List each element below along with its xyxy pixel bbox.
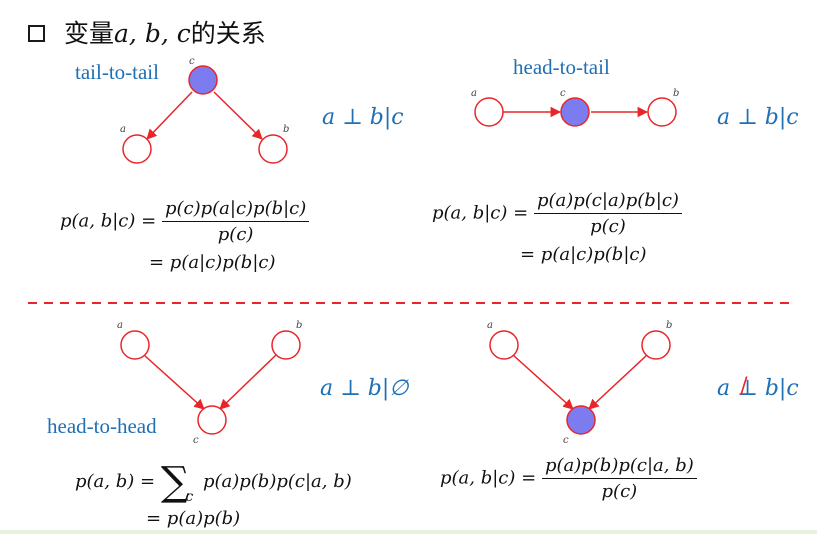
independence-head-to-head-unobserved: a ⊥ b|∅ <box>320 376 409 401</box>
node-label-c: c <box>189 56 195 67</box>
label-head-to-tail: head-to-tail <box>513 55 610 79</box>
equation-head-to-tail-line2: = p(a|c)p(b|c) <box>520 244 647 265</box>
independence-head-to-head-observed: a ⊥/ b|c <box>717 374 799 401</box>
svg-text:b: b <box>673 88 679 99</box>
bottom-strip <box>0 530 817 534</box>
edge-b-c <box>219 354 277 410</box>
node-a <box>474 97 504 127</box>
edge-b-c <box>588 354 648 410</box>
label-tail-to-tail: tail-to-tail <box>75 60 159 84</box>
node-label-a: a <box>120 124 126 135</box>
node-a <box>120 330 150 360</box>
tail-to-tail-graph: c a b <box>120 56 289 164</box>
svg-text:b: b <box>666 320 672 331</box>
head-to-head-graph-unobserved: a b c <box>117 320 302 446</box>
title-checkbox-bullet <box>28 25 45 42</box>
node-c-observed <box>560 97 590 127</box>
node-c-observed <box>188 65 218 95</box>
equation-tail-to-tail-line2: = p(a|c)p(b|c) <box>149 252 276 273</box>
summation-symbol: ∑ <box>160 459 190 505</box>
node-b <box>641 330 671 360</box>
not-slash: / <box>740 374 748 399</box>
node-c-observed <box>566 405 596 435</box>
svg-text:c: c <box>563 435 569 446</box>
svg-text:a: a <box>487 320 493 331</box>
edge-c-b <box>213 91 263 140</box>
label-head-to-head: head-to-head <box>47 414 157 438</box>
node-label-b: b <box>283 124 289 135</box>
equation-head-to-head-unobserved-line2: = p(a)p(b) <box>146 508 241 529</box>
independence-head-to-tail: a ⊥ b|c <box>717 105 799 130</box>
head-to-head-graph-observed: a b c <box>487 320 672 446</box>
node-a <box>122 134 152 164</box>
edge-c-a <box>146 91 193 140</box>
independence-tail-to-tail: a ⊥ b|c <box>322 105 404 130</box>
page-title: 变量a, b, c的关系 <box>64 19 266 48</box>
edge-a-c <box>143 354 205 410</box>
node-c <box>197 405 227 435</box>
head-to-tail-graph: a c b <box>471 88 679 127</box>
equation-head-to-head-observed: p(a, b|c) = p(a)p(b)p(c|a, b)p(c) <box>440 455 697 502</box>
node-b <box>271 330 301 360</box>
equation-head-to-tail-line1: p(a, b|c) = p(a)p(c|a)p(b|c)p(c) <box>432 190 682 237</box>
node-a <box>489 330 519 360</box>
svg-text:c: c <box>193 435 199 446</box>
node-b <box>647 97 677 127</box>
equation-head-to-head-unobserved-line1: p(a, b) = ∑c p(a)p(b)p(c|a, b) <box>75 459 352 505</box>
svg-text:a: a <box>471 88 477 99</box>
svg-text:b: b <box>296 320 302 331</box>
equation-tail-to-tail-line1: p(a, b|c) = p(c)p(a|c)p(b|c)p(c) <box>60 198 310 245</box>
edge-a-c <box>512 354 574 410</box>
svg-text:a: a <box>117 320 123 331</box>
svg-text:c: c <box>560 88 566 99</box>
node-b <box>258 134 288 164</box>
